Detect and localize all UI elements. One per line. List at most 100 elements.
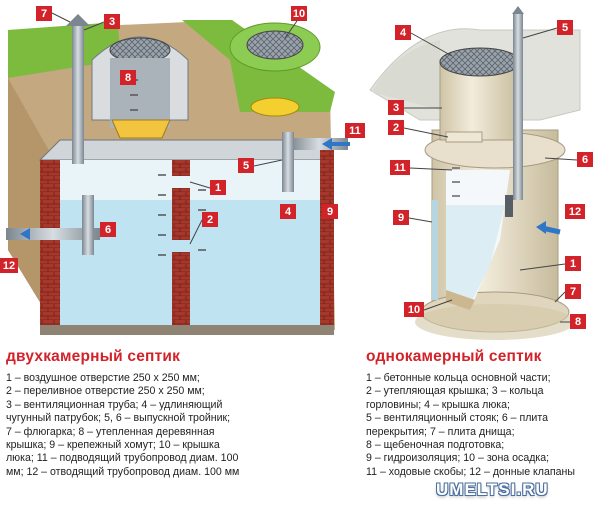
brick-wall-right xyxy=(320,140,334,335)
tag xyxy=(570,314,586,329)
tag-label: 6 xyxy=(105,224,111,236)
neck-shaft xyxy=(110,58,170,128)
tag-label: 8 xyxy=(575,316,581,328)
tag xyxy=(388,100,404,115)
tag-label: 2 xyxy=(207,214,213,226)
tag xyxy=(388,120,404,135)
left-caption-line: 2 – переливное отверстие 250 х 250 мм; xyxy=(6,385,205,398)
tag-label: 12 xyxy=(3,260,15,272)
left-caption-body: 1 – воздушное отверстие 250 х 250 мм; 2 … xyxy=(6,372,239,479)
tag xyxy=(404,302,424,317)
tag-label: 10 xyxy=(408,304,420,316)
tag-label: 4 xyxy=(285,206,292,218)
wooden-lid-8 xyxy=(111,119,171,139)
left-caption-line: крышка; 9 – крепежный хомут; 10 – крышка xyxy=(6,439,220,452)
brick-wall-left xyxy=(40,160,60,335)
right-caption-line: 8 – щебеночная подготовка; xyxy=(366,439,505,452)
one-chamber-septic xyxy=(369,6,581,340)
tag xyxy=(395,25,411,40)
tag xyxy=(210,180,226,195)
left-caption-line: 1 – воздушное отверстие 250 х 250 мм; xyxy=(6,372,200,384)
tag xyxy=(120,70,136,85)
tag-label: 8 xyxy=(125,72,131,84)
tag xyxy=(238,158,254,173)
tag xyxy=(565,204,585,219)
tag-label: 1 xyxy=(215,182,221,194)
tag-label: 5 xyxy=(562,22,568,34)
left-caption-title: двухкамерный септик xyxy=(6,348,181,365)
tag xyxy=(577,152,593,167)
right-caption-line: 11 – ходовые скобы; 12 – донные клапаны xyxy=(366,465,575,478)
waterproofing-9 xyxy=(432,200,438,300)
tag-label: 3 xyxy=(393,102,399,114)
tag xyxy=(100,222,116,237)
tag-label: 5 xyxy=(243,160,249,172)
ladder-rungs-11 xyxy=(452,167,460,197)
tag-label: 4 xyxy=(400,27,407,39)
tag xyxy=(565,256,581,271)
weathervane-7 xyxy=(66,14,90,26)
right-caption-title: однокамерный септик xyxy=(366,348,542,365)
left-caption-line: 3 – вентиляционная труба; 4 – удлиняющий xyxy=(6,398,223,411)
hatch-lid-4 xyxy=(439,47,521,77)
left-caption-line: люка; 11 – подводящий трубопровод диам. … xyxy=(6,452,239,465)
outlet-arrow-head xyxy=(20,228,30,240)
tag-label: 11 xyxy=(349,125,361,137)
watermark: UMELTSI.RU xyxy=(436,480,549,499)
vent-riser-5 xyxy=(513,14,523,200)
manhole-lid-10 xyxy=(246,30,304,60)
tank-floor xyxy=(40,325,334,335)
tag-label: 6 xyxy=(582,154,588,166)
tag-label: 10 xyxy=(293,8,305,20)
tag-label: 7 xyxy=(41,8,47,20)
right-caption-line: перекрытия; 7 – плита днища; xyxy=(366,425,515,438)
tag xyxy=(557,20,573,35)
tag xyxy=(291,6,307,21)
inlet-pipe-11 xyxy=(290,138,348,150)
insulating-lid-2 xyxy=(445,131,483,143)
gravel-bed-8 xyxy=(415,304,575,340)
right-caption-body: 1 – бетонные кольца основной части; 2 – … xyxy=(366,372,575,479)
left-caption-line: мм; 12 – отводящий трубопровод диам. 100… xyxy=(6,465,240,478)
right-tags: 4 5 3 2 6 11 9 12 1 7 8 10 xyxy=(388,20,593,329)
right-caption-line: горловины; 4 – крышка люка; xyxy=(366,398,510,411)
water-chamber-1 xyxy=(60,200,180,325)
yellow-hatch xyxy=(250,97,300,117)
tag xyxy=(36,6,52,21)
right-caption-line: 1 – бетонные кольца основной части; xyxy=(366,372,551,384)
vent-pipe-3 xyxy=(72,24,84,164)
inlet-tee-5 xyxy=(282,132,294,192)
tag-label: 7 xyxy=(570,286,576,298)
tag-label: 3 xyxy=(109,16,115,28)
tag xyxy=(345,123,365,138)
outlet-tee-6 xyxy=(82,195,94,255)
tag-label: 11 xyxy=(394,162,406,174)
grass-hill-left xyxy=(372,40,440,110)
tag-label: 9 xyxy=(398,212,404,224)
inlet-arrow-head xyxy=(322,138,332,150)
left-tags: 7 3 10 8 11 1 5 2 4 9 6 12 xyxy=(0,6,365,273)
tag-label: 1 xyxy=(570,258,576,270)
valve-pipe xyxy=(505,195,513,217)
right-caption-line: 5 – вентиляционный стояк; 6 – плита xyxy=(366,412,548,425)
two-chamber-septic xyxy=(6,14,350,335)
tag xyxy=(393,210,409,225)
water-interior xyxy=(446,205,505,305)
tag xyxy=(202,212,218,227)
air-hole-1 xyxy=(172,176,190,188)
right-caption-line: 2 – утепляющая крышка; 3 – кольца xyxy=(366,385,544,398)
overflow-hole-2 xyxy=(172,240,190,252)
tag xyxy=(565,284,581,299)
tag-label: 2 xyxy=(393,122,399,134)
tag xyxy=(280,204,296,219)
right-caption-line: 9 – гидроизоляция; 10 – зона осадка; xyxy=(366,452,550,465)
tag xyxy=(390,160,410,175)
tag xyxy=(322,204,338,219)
left-caption-line: чугунный патрубок; 5, 6 – выпускной трой… xyxy=(6,412,231,425)
tag xyxy=(0,258,18,273)
tag-label: 9 xyxy=(327,206,333,218)
sediment-zone-10 xyxy=(446,290,475,310)
vent-cap xyxy=(512,6,524,14)
